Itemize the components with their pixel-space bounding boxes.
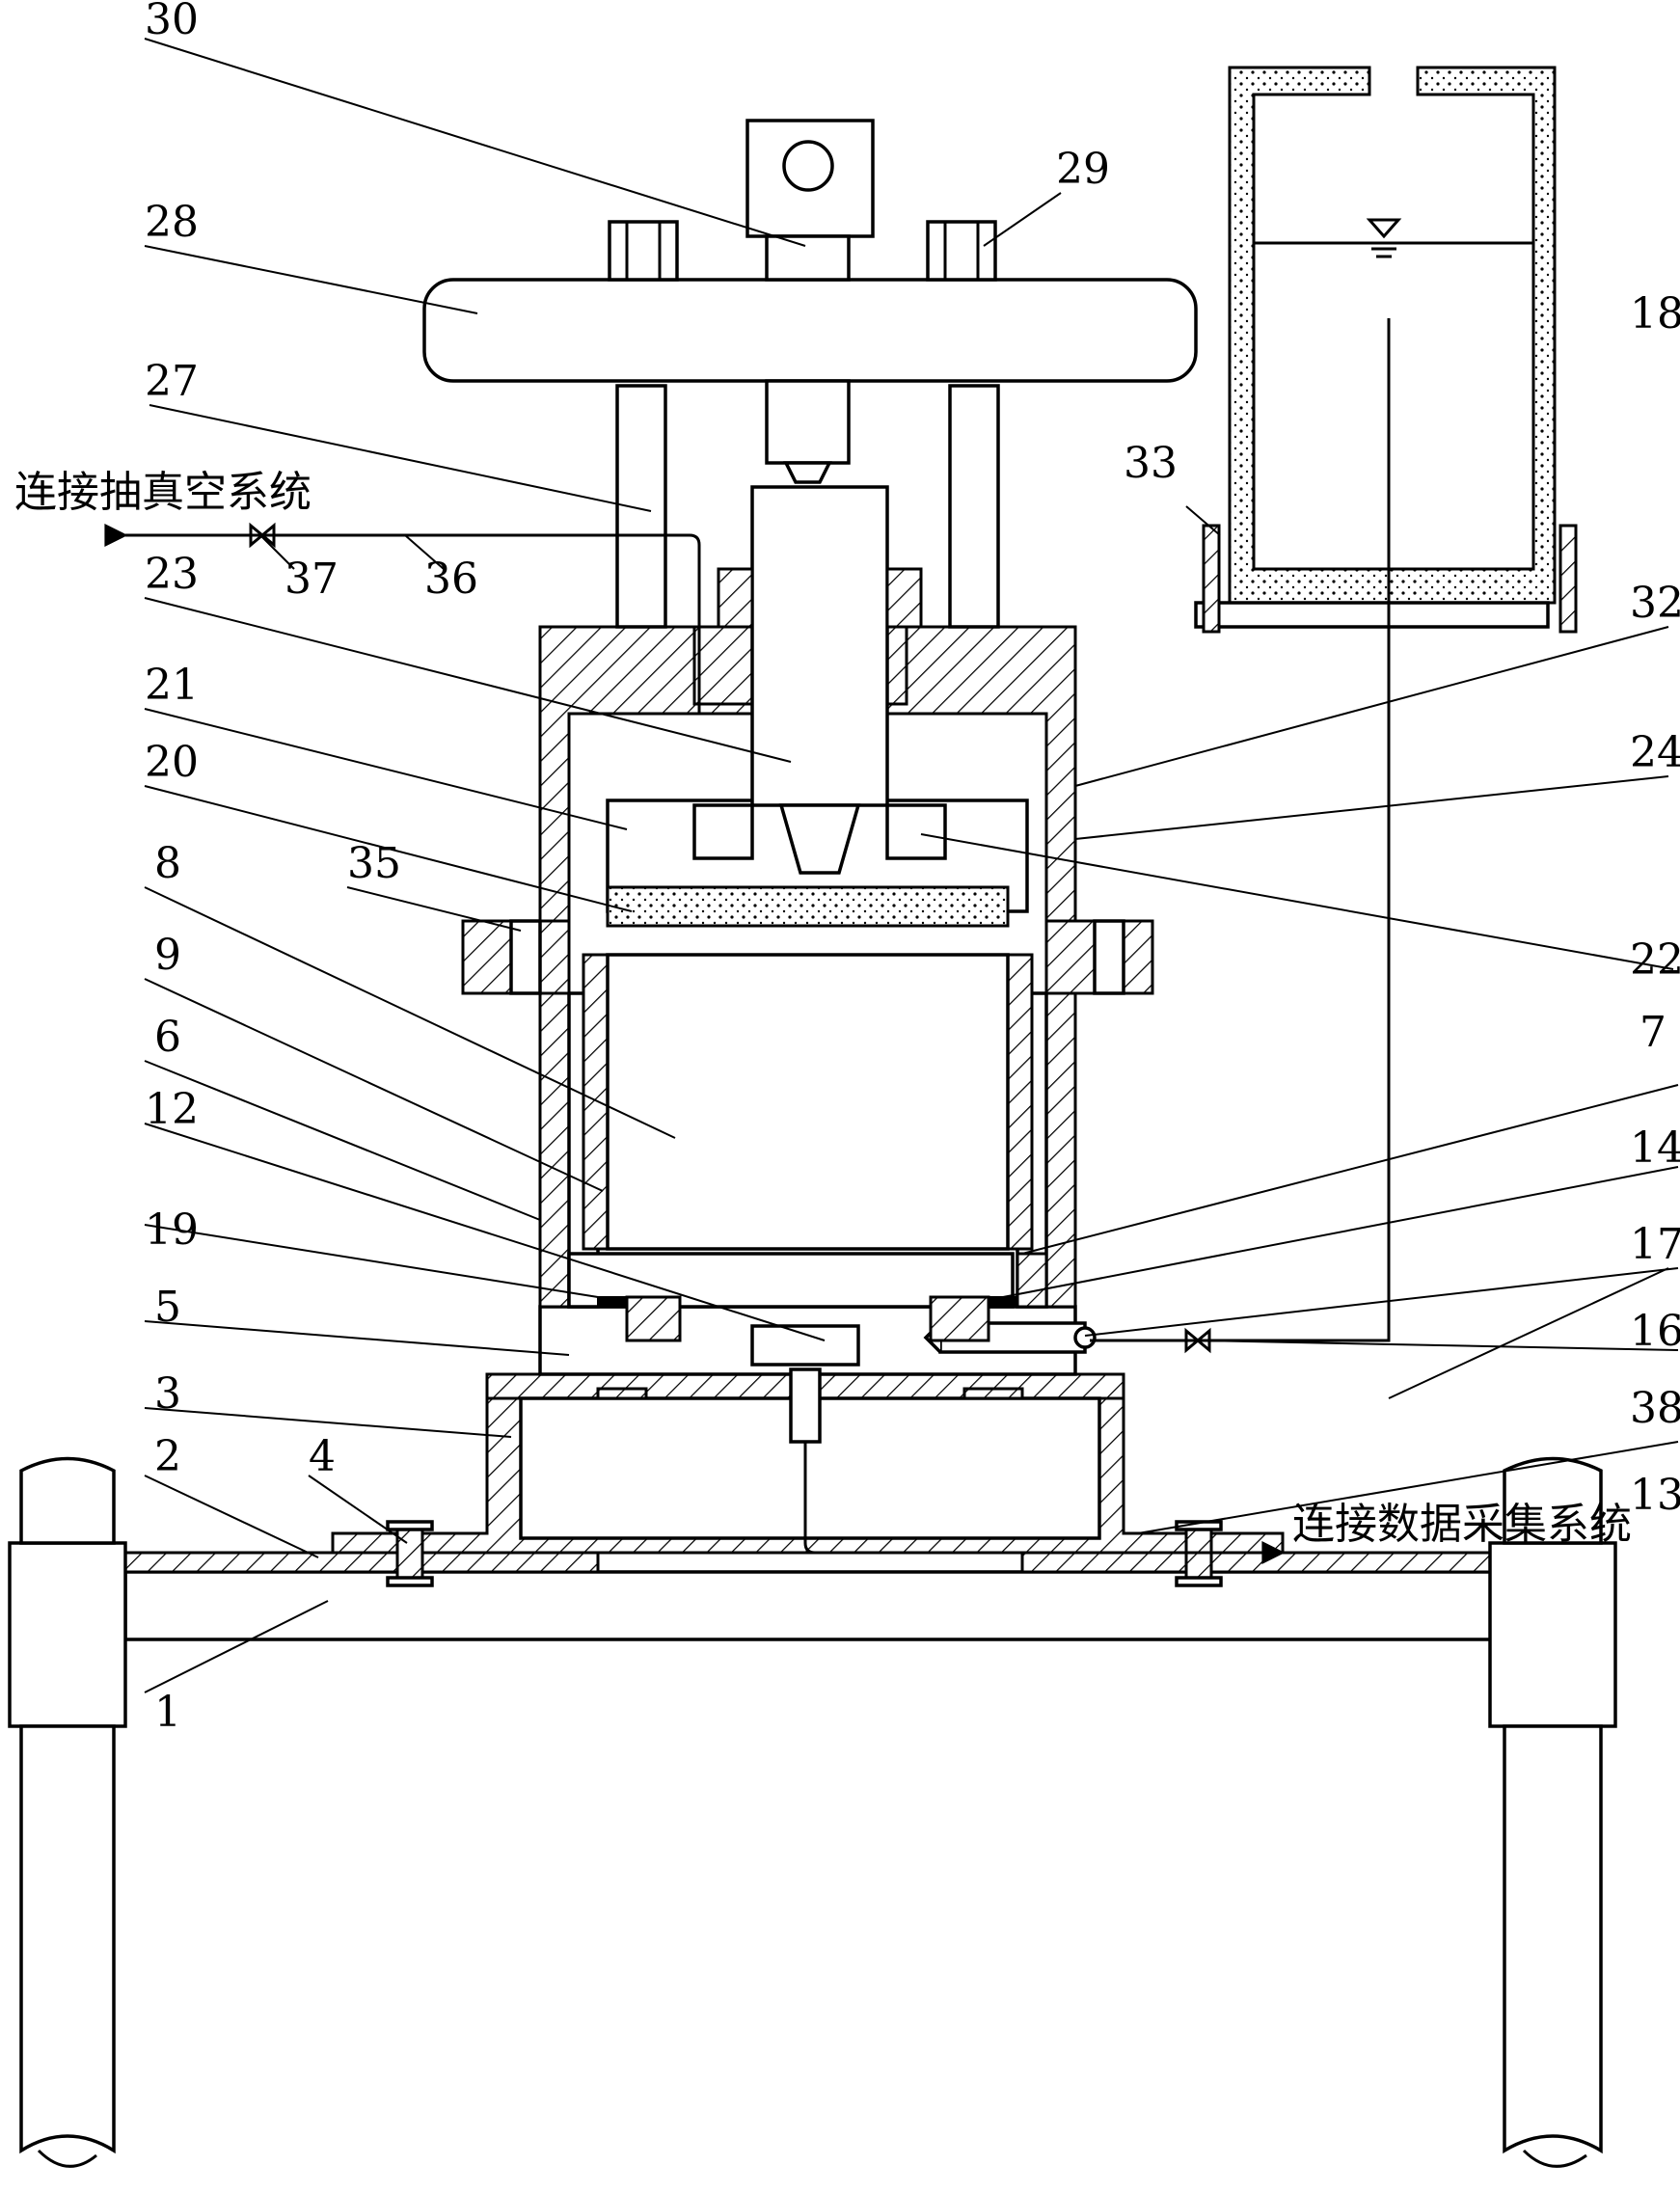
label-16: 16 xyxy=(1630,1307,1680,1356)
label-8: 8 xyxy=(154,839,181,888)
daq-system-label: 连接数据采集系统 xyxy=(1292,1500,1632,1549)
label-9: 9 xyxy=(154,931,181,980)
label-29: 29 xyxy=(1056,145,1110,194)
label-27: 27 xyxy=(145,357,199,406)
label-33: 33 xyxy=(1124,439,1178,488)
label-28: 28 xyxy=(145,198,199,247)
vacuum-system-label: 连接抽真空系统 xyxy=(14,468,312,517)
label-4: 4 xyxy=(309,1432,336,1481)
label-24: 24 xyxy=(1630,728,1680,777)
label-20: 20 xyxy=(145,738,199,787)
label-5: 5 xyxy=(154,1283,181,1332)
label-35: 35 xyxy=(347,839,401,888)
label-2: 2 xyxy=(154,1432,181,1481)
label-32: 32 xyxy=(1630,579,1680,628)
label-3: 3 xyxy=(154,1369,181,1419)
label-36: 36 xyxy=(424,555,478,604)
sample-cylinder xyxy=(569,955,1032,1340)
label-17: 17 xyxy=(1630,1220,1680,1269)
label-19: 19 xyxy=(145,1205,199,1255)
label-38: 38 xyxy=(1630,1384,1680,1433)
label-30: 30 xyxy=(145,0,199,44)
label-6: 6 xyxy=(154,1013,181,1062)
water-tank xyxy=(1196,68,1576,632)
label-22: 22 xyxy=(1630,935,1680,985)
label-13: 13 xyxy=(1630,1471,1680,1520)
base-frame xyxy=(10,1459,1615,2167)
label-14: 14 xyxy=(1630,1124,1680,1173)
label-18: 18 xyxy=(1630,289,1680,338)
label-37: 37 xyxy=(285,555,339,604)
label-12: 12 xyxy=(145,1085,199,1134)
label-1: 1 xyxy=(154,1688,181,1737)
label-21: 21 xyxy=(145,661,199,710)
label-23: 23 xyxy=(145,550,199,599)
label-7: 7 xyxy=(1639,1008,1666,1057)
